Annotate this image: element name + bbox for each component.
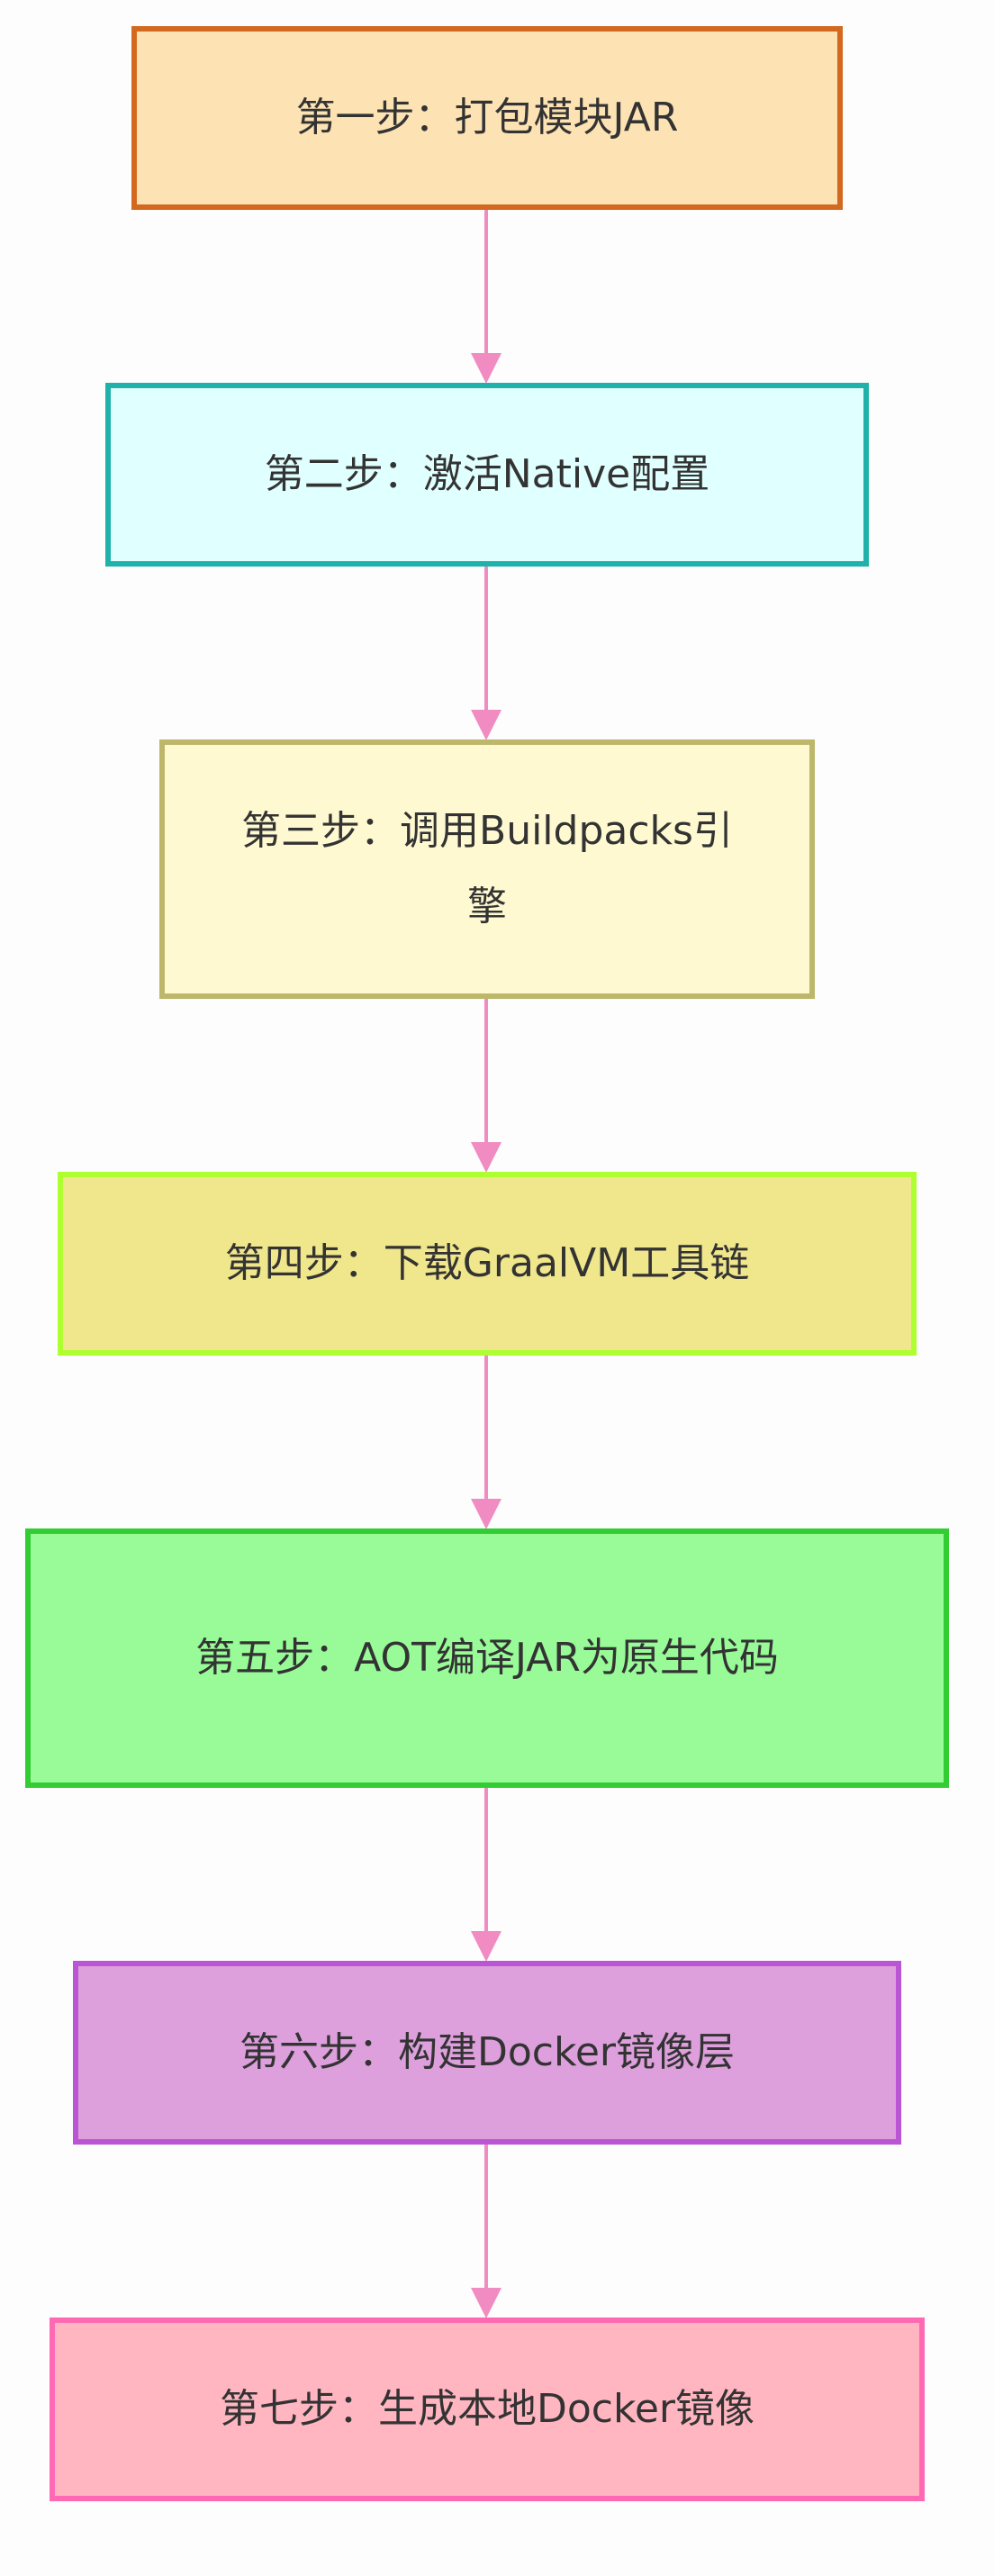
step-5-label: 第五步：AOT编译JAR为原生代码 bbox=[195, 1635, 779, 1681]
step-2-label: 第二步：激活Native配置 bbox=[264, 451, 710, 497]
step-7-node: 第七步：生成本地Docker镜像 bbox=[50, 2317, 925, 2501]
step-3-label: 第三步：调用Buildpacks引擎 bbox=[241, 808, 733, 930]
edge-step5-to-step6 bbox=[471, 1787, 502, 1962]
step-1-label: 第一步：打包模块JAR bbox=[295, 95, 679, 141]
edge-step2-to-step3 bbox=[471, 566, 502, 740]
step-4-node: 第四步：下载GraalVM工具链 bbox=[58, 1172, 917, 1356]
edge-step4-to-step5 bbox=[471, 1355, 502, 1529]
edge-step3-to-step4 bbox=[471, 998, 502, 1173]
step-6-node: 第六步：构建Docker镜像层 bbox=[73, 1961, 901, 2145]
edge-step6-to-step7 bbox=[471, 2144, 502, 2318]
step-7-label: 第七步：生成本地Docker镜像 bbox=[219, 2386, 755, 2432]
step-2-node: 第二步：激活Native配置 bbox=[105, 383, 869, 567]
step-4-label: 第四步：下载GraalVM工具链 bbox=[224, 1240, 750, 1286]
step-5-node: 第五步：AOT编译JAR为原生代码 bbox=[25, 1528, 949, 1788]
step-1-node: 第一步：打包模块JAR bbox=[131, 26, 843, 210]
edge-step1-to-step2 bbox=[471, 209, 502, 384]
step-3-node: 第三步：调用Buildpacks引擎 bbox=[159, 739, 815, 999]
step-6-label: 第六步：构建Docker镜像层 bbox=[239, 2029, 736, 2075]
